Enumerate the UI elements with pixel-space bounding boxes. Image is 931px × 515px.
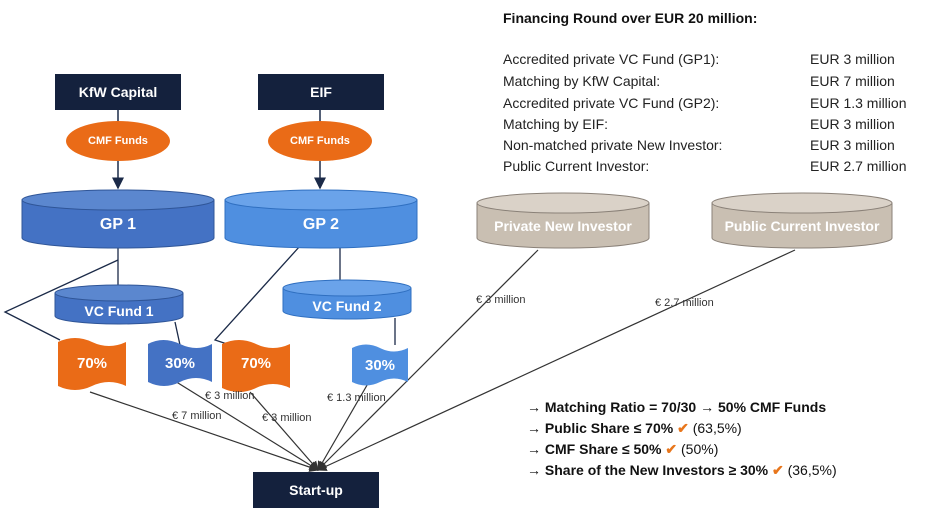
amount-label-3m-private: € 3 million	[476, 294, 526, 306]
row-label: Accredited private VC Fund (GP2):	[503, 95, 720, 111]
row-amount: EUR 1.3 million	[810, 95, 907, 111]
vc-fund-1-label: VC Fund 1	[84, 303, 154, 319]
result-line: → Share of the New Investors ≥ 30% ✔ (36…	[527, 462, 837, 479]
result-note: (50%)	[681, 441, 719, 457]
flag-70-1-label: 70%	[76, 354, 108, 372]
startup-box: Start-up	[253, 472, 379, 508]
financing-row: Matching by EIF: EUR 3 million	[503, 116, 923, 132]
result-line: → CMF Share ≤ 50% ✔ (50%)	[527, 441, 718, 458]
financing-row: Non-matched private New Investor: EUR 3 m…	[503, 137, 923, 153]
check-icon: ✔	[677, 420, 689, 436]
amount-label-3m-vc1: € 3 million	[205, 390, 255, 402]
result-line: → Matching Ratio = 70/30 → 50% CMF Funds	[527, 399, 826, 415]
financing-title: Financing Round over EUR 20 million:	[503, 10, 758, 26]
line-gp1-flag1	[3, 259, 119, 341]
flag-30-2	[352, 344, 408, 386]
kfw-capital-box: KfW Capital	[55, 74, 181, 110]
private-new-investor-label: Private New Investor	[494, 218, 632, 234]
amount-label-1-3m: € 1.3 million	[327, 392, 386, 404]
check-icon: ✔	[771, 462, 784, 478]
line-vc1-flag2	[174, 321, 181, 346]
private-investor-cylinder	[476, 192, 650, 249]
result-text: Public Share ≤ 70%	[544, 420, 674, 436]
financing-row: Accredited private VC Fund (GP1): EUR 3 m…	[503, 51, 923, 67]
gp2-cylinder	[224, 189, 418, 249]
flag-70-2	[222, 340, 290, 392]
row-label: Public Current Investor:	[503, 158, 650, 174]
row-amount: EUR 3 million	[810, 116, 895, 132]
arrow-flag1-startup	[89, 391, 320, 472]
row-amount: EUR 2.7 million	[810, 158, 907, 174]
arrow-flag3-startup	[249, 391, 319, 471]
gp1-cylinder	[21, 189, 215, 249]
row-amount: EUR 3 million	[810, 137, 895, 153]
amount-label-2-7m: € 2.7 million	[655, 297, 714, 309]
gp1-label: GP 1	[99, 216, 137, 233]
arrow-icon: →	[527, 441, 541, 457]
flag-70-1	[58, 338, 126, 390]
flag-30-1-label: 30%	[164, 354, 196, 372]
check-icon: ✔	[665, 441, 678, 457]
gp2-label: GP 2	[302, 216, 340, 233]
row-amount: EUR 3 million	[810, 51, 895, 67]
arrow-icon: →	[527, 399, 541, 415]
row-amount: EUR 7 million	[810, 73, 895, 89]
row-label: Matching by EIF:	[503, 116, 609, 132]
financing-row: Accredited private VC Fund (GP2): EUR 1.3…	[503, 95, 923, 111]
cmf-funds-ellipse-1: CMF Funds	[66, 121, 170, 161]
result-note: (63,5%)	[692, 420, 742, 436]
vc2-cylinder	[282, 279, 412, 320]
eif-box: EIF	[258, 74, 384, 110]
result-line: → Public Share ≤ 70% ✔ (63,5%)	[527, 420, 742, 437]
arrow-icon: →	[527, 462, 541, 478]
arrow-flag2-startup	[169, 377, 320, 471]
amount-label-7m: € 7 million	[172, 410, 222, 422]
amount-label-3m-gp2: € 3 million	[262, 412, 312, 424]
public-current-investor-label: Public Current Investor	[724, 218, 880, 234]
financing-row: Public Current Investor: EUR 2.7 million	[503, 158, 923, 174]
result-text: Matching Ratio = 70/30 → 50% CMF Funds	[544, 399, 827, 415]
result-text: CMF Share ≤ 50%	[544, 441, 662, 457]
financing-row: Matching by KfW Capital: EUR 7 million	[503, 73, 923, 89]
row-label: Matching by KfW Capital:	[503, 73, 661, 89]
cmf-funds-ellipse-2: CMF Funds	[268, 121, 372, 161]
arrow-icon: →	[527, 420, 541, 436]
public-investor-cylinder	[711, 192, 893, 249]
arrow-flag4-startup	[317, 379, 371, 472]
flag-30-1	[148, 340, 212, 386]
flag-70-2-label: 70%	[240, 354, 272, 372]
vc-fund-2-label: VC Fund 2	[312, 298, 382, 314]
arrow-public-startup	[316, 249, 796, 471]
vc1-cylinder	[54, 284, 184, 325]
result-note: (36,5%)	[787, 462, 837, 478]
row-label: Non-matched private New Investor:	[503, 137, 723, 153]
flag-30-2-label: 30%	[364, 356, 396, 374]
result-text: Share of the New Investors ≥ 30%	[544, 462, 769, 478]
arrow-private-startup	[317, 249, 539, 471]
row-label: Accredited private VC Fund (GP1):	[503, 51, 720, 67]
